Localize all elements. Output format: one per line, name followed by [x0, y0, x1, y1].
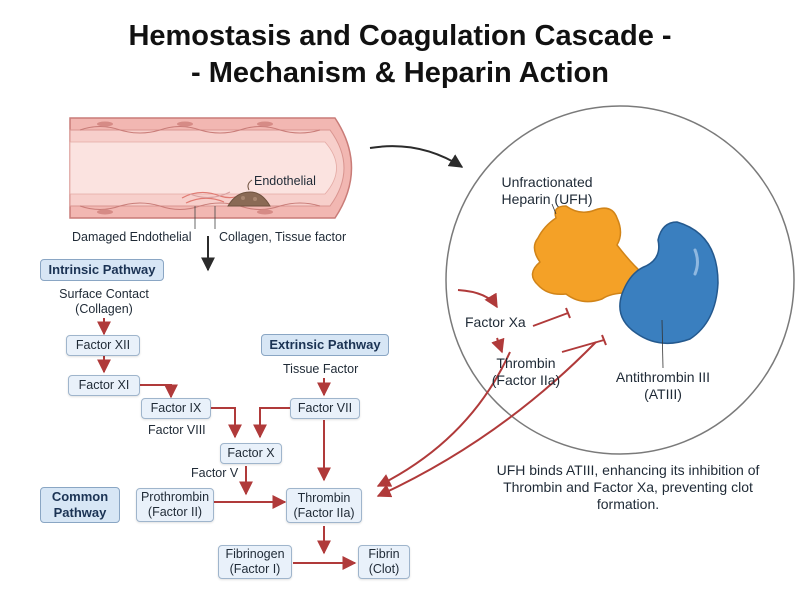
thrombin-line-1: Thrombin [297, 490, 351, 505]
damaged-endothelial-label: Damaged Endothelial [72, 230, 192, 244]
heparin-mechanism-note: UFH binds ATIII, enhancing its inhibitio… [496, 462, 760, 512]
fibrinogen-box: Fibrinogen (Factor I) [218, 545, 292, 579]
circle-thrombin-line-2: (Factor IIa) [491, 372, 561, 388]
arrow-xa-to-thrombin [491, 337, 505, 354]
ufh-line-2: Heparin (UFH) [501, 191, 593, 207]
atiii-label: Antithrombin III (ATIII) [600, 369, 726, 403]
factor-xa-label: Factor Xa [465, 314, 526, 330]
thrombin-line-2: (Factor IIa) [293, 505, 355, 520]
endothelial-label: Endothelial [254, 174, 316, 188]
ufh-label: Unfractionated Heparin (UFH) [486, 174, 608, 208]
arrow-to-factor-xa [457, 289, 498, 309]
blood-vessel [69, 117, 353, 229]
fibrinogen-line-2: (Factor I) [229, 562, 281, 576]
circle-thrombin-line-1: Thrombin [496, 355, 556, 371]
common-pathway-line-1: Common [51, 489, 109, 504]
collagen-tissue-factor-label: Collagen, Tissue factor [219, 230, 347, 244]
fibrinogen-line-1: Fibrinogen [225, 547, 285, 561]
factor-v-label: Factor V [191, 466, 239, 480]
fibrin-box: Fibrin (Clot) [358, 545, 410, 579]
title-line-2: - Mechanism & Heparin Action [191, 57, 609, 89]
prothrombin-line-1: Prothrombin [140, 490, 210, 504]
factor-viii-label: Factor VIII [148, 423, 206, 437]
atiii-line-2: (ATIII) [644, 386, 682, 402]
cascade-arrows [97, 318, 597, 570]
factor-vii-box: Factor VII [290, 398, 360, 419]
factor-ix-box: Factor IX [141, 398, 211, 419]
factor-xi-box: Factor XI [68, 375, 140, 396]
prothrombin-box: Prothrombin (Factor II) [136, 488, 214, 522]
common-pathway-title: Common Pathway [40, 487, 120, 523]
page-title: Hemostasis and Coagulation Cascade - - M… [0, 18, 800, 92]
atiii-line-1: Antithrombin III [615, 369, 711, 385]
inhibit-xa [532, 307, 571, 327]
thrombin-box: Thrombin (Factor IIa) [286, 488, 362, 523]
surface-contact-line-2: (Collagen) [75, 302, 133, 316]
prothrombin-line-2: (Factor II) [147, 505, 203, 519]
antithrombin-shape [619, 221, 719, 345]
extrinsic-pathway-title: Extrinsic Pathway [261, 334, 389, 356]
tissue-factor-label: Tissue Factor [283, 362, 359, 376]
ufh-line-1: Unfractionated [501, 174, 593, 190]
fibrin-line-2: (Clot) [368, 562, 400, 576]
surface-contact-label: Surface Contact (Collagen) [44, 287, 164, 317]
common-pathway-line-2: Pathway [53, 505, 107, 520]
inhibit-thrombin [561, 334, 607, 353]
factor-x-box: Factor X [220, 443, 282, 464]
intrinsic-pathway-title: Intrinsic Pathway [40, 259, 164, 281]
arrow-vessel-to-circle [369, 145, 464, 168]
fibrin-line-1: Fibrin [368, 547, 400, 561]
surface-contact-line-1: Surface Contact [59, 287, 149, 301]
factor-xii-box: Factor XII [66, 335, 140, 356]
circle-thrombin-label: Thrombin (Factor IIa) [484, 355, 568, 389]
title-line-1: Hemostasis and Coagulation Cascade - [128, 20, 672, 52]
